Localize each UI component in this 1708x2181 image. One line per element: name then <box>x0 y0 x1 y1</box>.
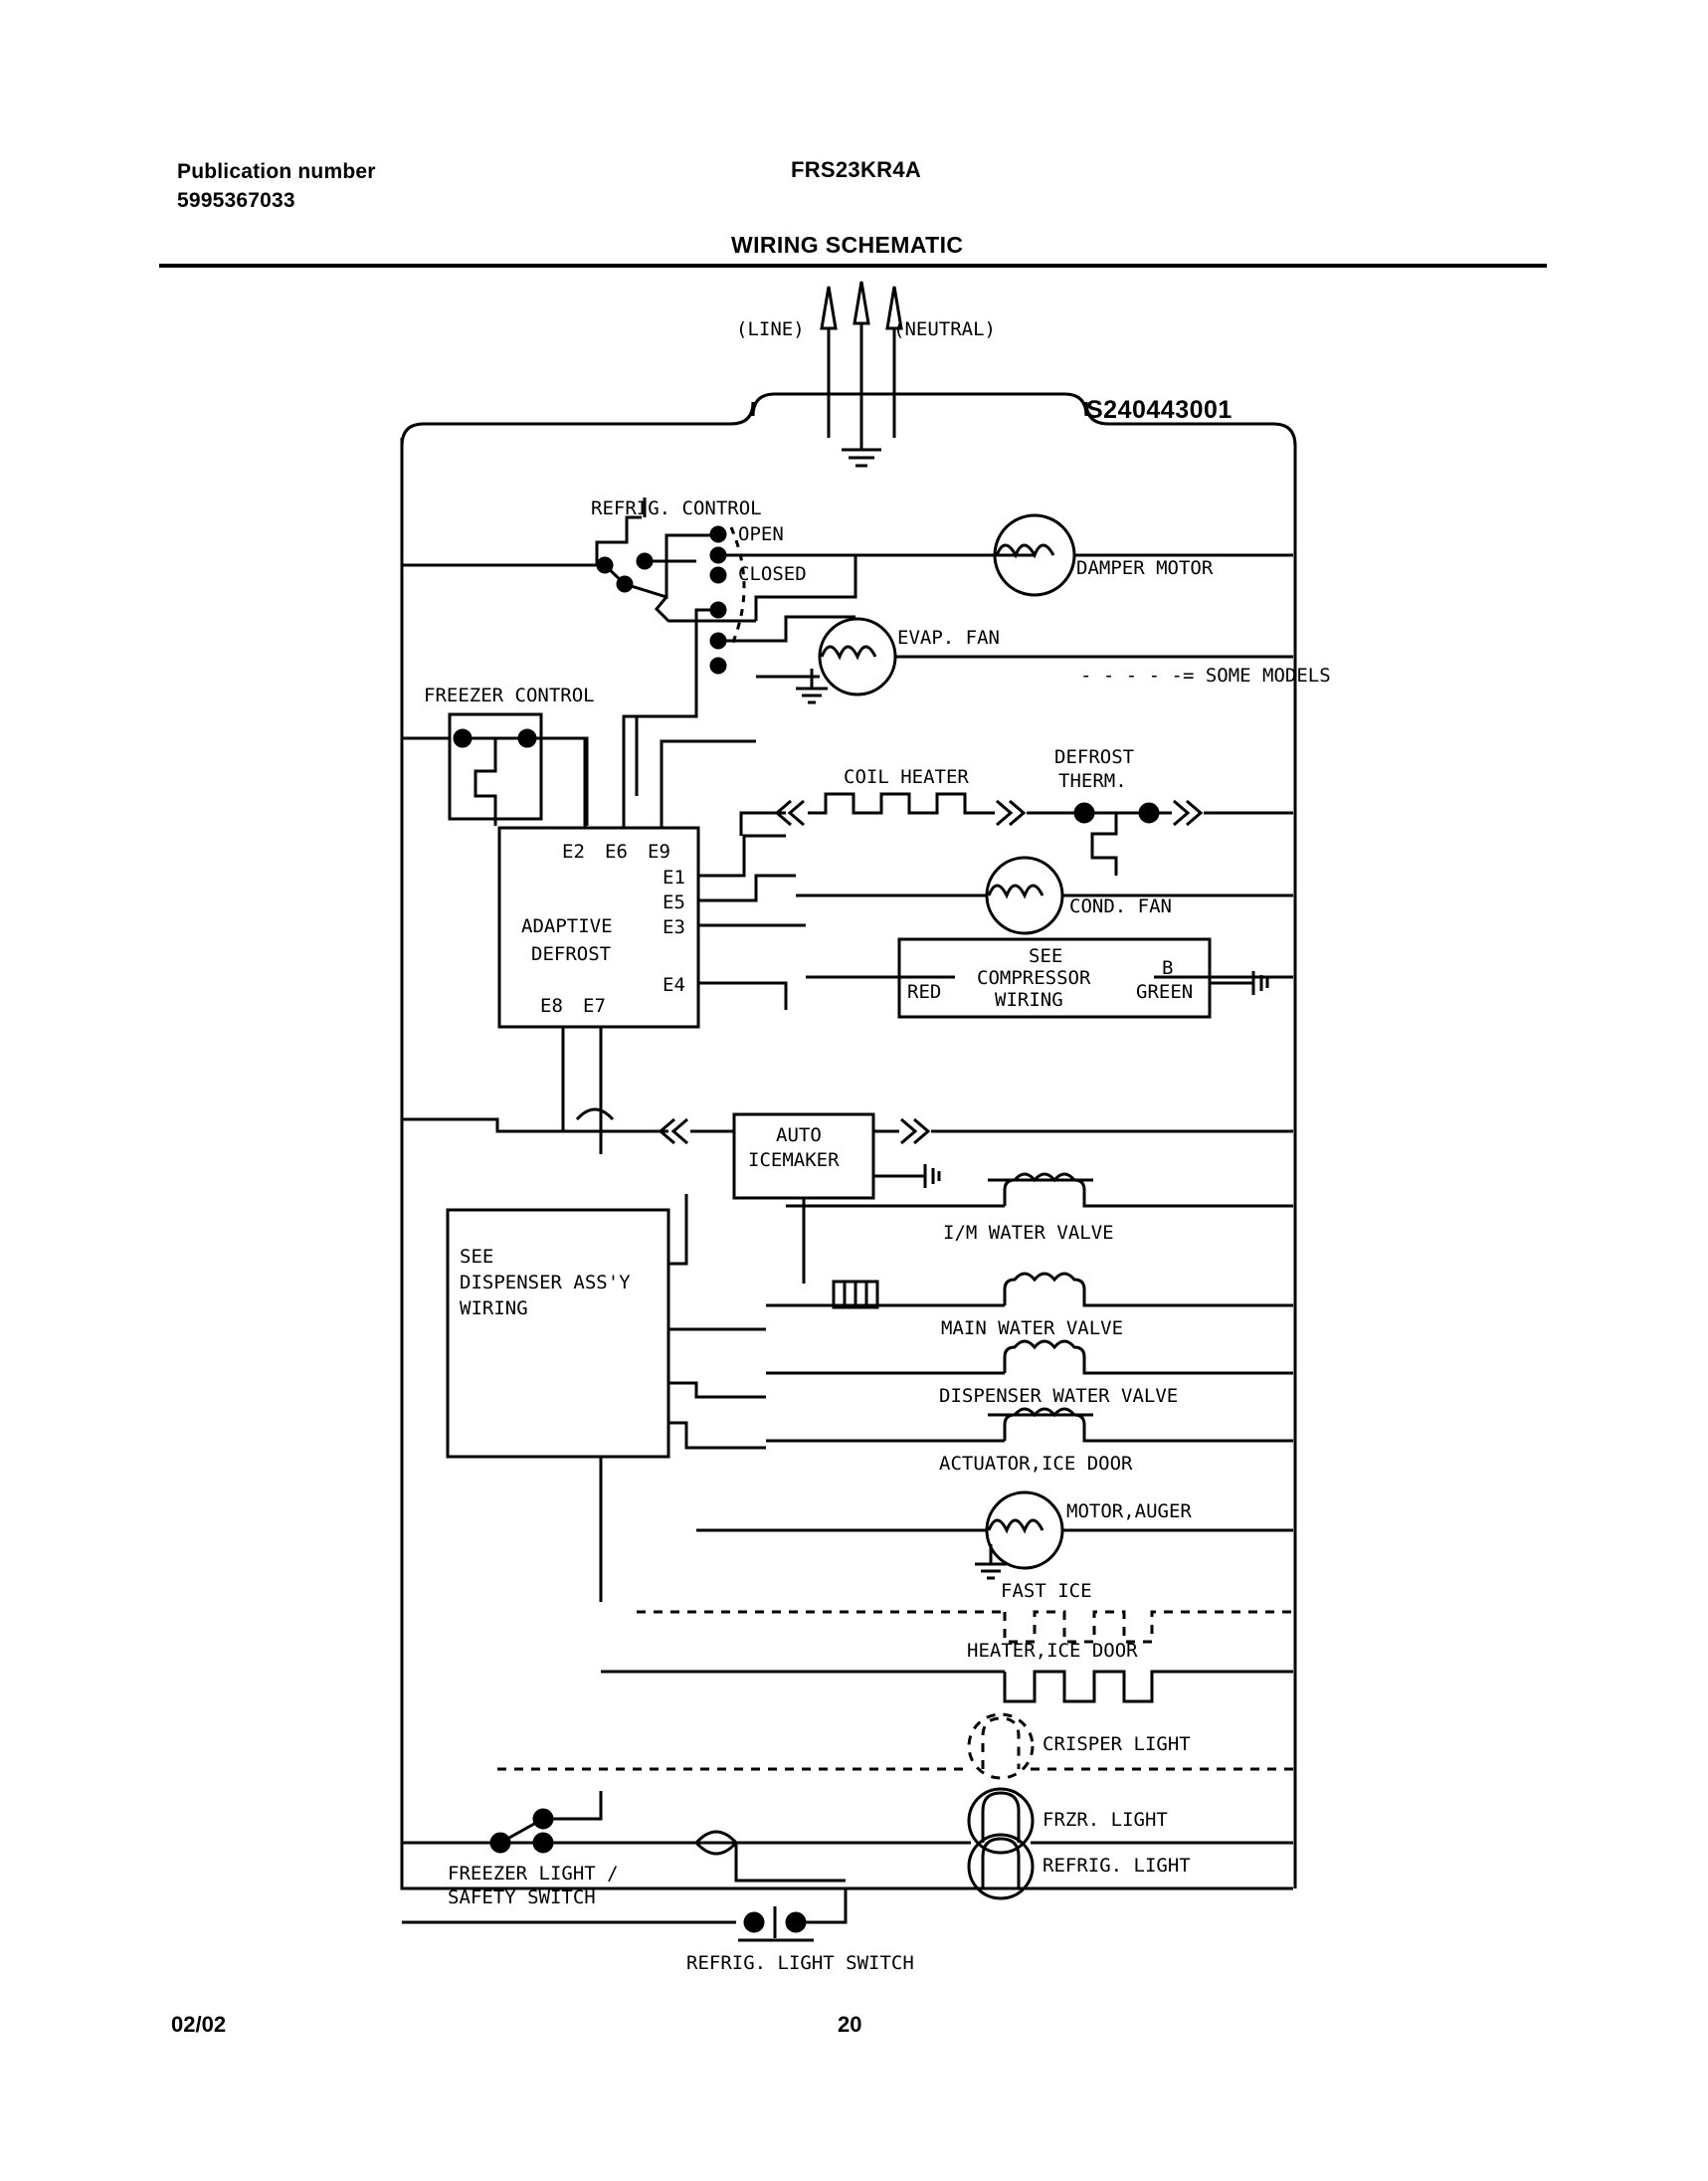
coil-heater-label: COIL HEATER <box>844 766 969 788</box>
motor-auger-symbol <box>696 1490 1293 1580</box>
heater-ice-door-symbol <box>601 1670 1293 1703</box>
fast-ice-symbol <box>637 1610 1293 1644</box>
auto-icemaker-label-1: AUTO <box>776 1124 822 1146</box>
freezer-control-switch <box>402 712 589 826</box>
neutral-label: (NEUTRAL) <box>893 318 996 340</box>
dispenser-label-1: SEE <box>460 1246 494 1268</box>
terminal-e1: E1 <box>663 867 685 889</box>
compressor-green-label: GREEN <box>1136 981 1194 1003</box>
defrost-therm-label-2: THERM. <box>1058 770 1127 792</box>
freezer-control-label: FREEZER CONTROL <box>424 685 595 706</box>
dispenser-label-2: DISPENSER ASS'Y <box>460 1272 631 1293</box>
frzr-light-label: FRZR. LIGHT <box>1043 1809 1168 1831</box>
compressor-wiring-box <box>806 937 1293 1019</box>
dispenser-water-valve-label: DISPENSER WATER VALVE <box>939 1385 1179 1407</box>
dispenser-water-valve-symbol <box>766 1339 1293 1375</box>
compressor-red-label: RED <box>907 981 942 1003</box>
damper-motor-label: DAMPER MOTOR <box>1076 557 1214 579</box>
line-label: (LINE) <box>736 318 805 340</box>
compressor-b-label: B <box>1162 957 1174 979</box>
adaptive-defrost-label-2: DEFROST <box>531 943 612 965</box>
fast-ice-label: FAST ICE <box>1001 1580 1092 1602</box>
refrig-light-switch-symbol <box>694 1830 848 1942</box>
dispenser-label-3: WIRING <box>460 1297 528 1319</box>
publication-block: Publication number 5995367033 <box>177 157 376 215</box>
defrost-therm-symbol <box>739 799 1293 876</box>
crisper-light-symbol <box>497 1712 1293 1780</box>
header-divider <box>159 264 1547 268</box>
closed-label: CLOSED <box>738 563 807 585</box>
refrig-light-label: REFRIG. LIGHT <box>1043 1855 1191 1877</box>
terminal-e6: E6 <box>605 841 628 863</box>
publication-number: 5995367033 <box>177 189 295 212</box>
terminal-e3: E3 <box>663 916 685 938</box>
freezer-light-switch-label-2: SAFETY SWITCH <box>448 1886 596 1908</box>
actuator-ice-door-label: ACTUATOR,ICE DOOR <box>939 1453 1133 1475</box>
actuator-ice-door-symbol <box>766 1407 1293 1443</box>
refrig-light-symbol <box>846 1833 1293 1900</box>
freezer-light-safety-switch <box>402 1791 736 1924</box>
coil-heater-symbol <box>756 792 1072 827</box>
adaptive-defrost-box <box>497 714 806 1154</box>
compressor-label-2: COMPRESSOR <box>977 967 1091 989</box>
wire-hops <box>575 1107 615 1121</box>
refrig-control-switch <box>402 497 1035 796</box>
cond-fan-label: COND. FAN <box>1069 895 1172 917</box>
open-label: OPEN <box>738 523 784 545</box>
terminal-e9: E9 <box>648 841 670 863</box>
refrig-control-label: REFRIG. CONTROL <box>591 497 762 519</box>
evap-fan-label: EVAP. FAN <box>897 627 1000 649</box>
heater-ice-door-label: HEATER,ICE DOOR <box>967 1640 1138 1662</box>
auto-icemaker-label-2: ICEMAKER <box>748 1149 840 1171</box>
auto-icemaker-box <box>402 1112 1293 1284</box>
crisper-light-label: CRISPER LIGHT <box>1043 1733 1191 1755</box>
page-title: WIRING SCHEMATIC <box>731 232 964 258</box>
supply-arrows <box>820 281 903 438</box>
adaptive-defrost-label-1: ADAPTIVE <box>521 915 613 937</box>
cabinet-outline <box>400 392 1297 1890</box>
im-water-valve-label: I/M WATER VALVE <box>943 1222 1114 1244</box>
motor-auger-label: MOTOR,AUGER <box>1066 1500 1192 1522</box>
freezer-light-switch-label-1: FREEZER LIGHT / <box>448 1863 619 1884</box>
some-models-legend: - - - - -= SOME MODELS <box>1080 665 1331 687</box>
model-number: FRS23KR4A <box>791 157 922 182</box>
cond-fan-symbol <box>796 856 1293 935</box>
water-valve-connector <box>832 1280 879 1309</box>
terminal-e7: E7 <box>583 995 606 1017</box>
terminal-e8: E8 <box>540 995 563 1017</box>
evap-fan-symbol <box>756 617 1293 704</box>
refrig-light-switch-label: REFRIG. LIGHT SWITCH <box>686 1952 914 1974</box>
im-water-valve-symbol <box>786 1172 1293 1208</box>
main-water-valve-symbol <box>766 1272 1293 1307</box>
footer-page-number: 20 <box>838 2012 862 2037</box>
terminal-e5: E5 <box>663 892 685 913</box>
publication-label: Publication number <box>177 160 376 183</box>
schematic-part-number: S240443001 <box>1086 396 1233 424</box>
terminal-e4: E4 <box>663 974 685 996</box>
dispenser-assy-box <box>446 1194 766 1602</box>
damper-motor-symbol <box>993 513 1293 597</box>
compressor-label-1: SEE <box>1029 945 1063 967</box>
defrost-therm-label-1: DEFROST <box>1054 746 1135 768</box>
main-water-valve-label: MAIN WATER VALVE <box>941 1317 1124 1339</box>
terminal-e2: E2 <box>562 841 585 863</box>
compressor-label-3: WIRING <box>995 989 1063 1011</box>
footer-date: 02/02 <box>171 2012 227 2037</box>
